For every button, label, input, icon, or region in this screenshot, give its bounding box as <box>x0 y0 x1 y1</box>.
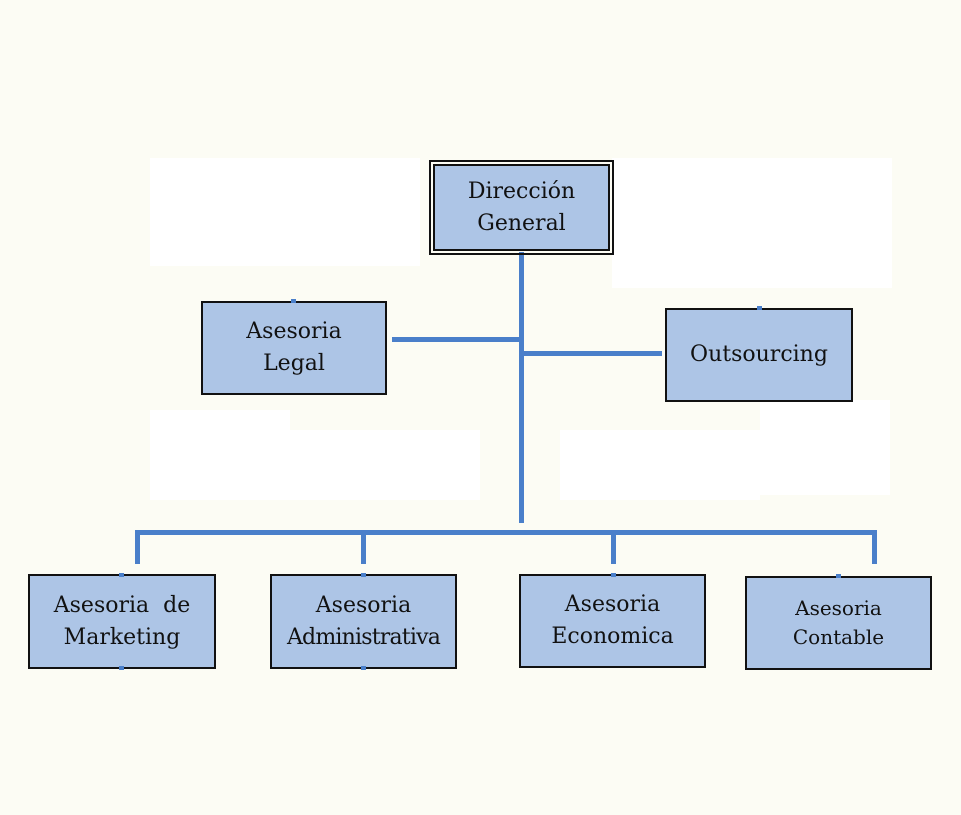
node-outsourcing[interactable]: Outsourcing <box>665 308 853 402</box>
anchor-dot <box>361 573 366 577</box>
node-label-line1: Asesoria <box>564 592 661 618</box>
background-patch <box>290 430 480 500</box>
anchor-dot <box>119 573 124 577</box>
node-label-line1: Dirección <box>467 178 576 204</box>
anchor-dot <box>291 299 296 303</box>
connector-contable <box>872 530 877 564</box>
node-direccion-general[interactable]: Dirección General <box>429 160 614 255</box>
node-asesoria-marketing[interactable]: Asesoria de Marketing <box>28 574 216 669</box>
node-asesoria-legal[interactable]: Asesoria Legal <box>201 301 387 395</box>
node-label-line1: Outsourcing <box>690 342 828 368</box>
anchor-dot <box>757 306 762 310</box>
anchor-dot <box>836 574 841 578</box>
node-label-line2: General <box>477 210 566 236</box>
node-label-line2: Economica <box>551 624 674 649</box>
background-patch <box>150 410 290 500</box>
connector-legal <box>392 337 519 342</box>
node-label-line1: Asesoria <box>246 319 342 345</box>
anchor-dot <box>119 666 124 670</box>
background-patch <box>150 158 420 266</box>
anchor-dot <box>361 666 366 670</box>
background-patch <box>560 430 760 500</box>
node-asesoria-economica[interactable]: Asesoria Economica <box>519 574 706 668</box>
node-label-line1: Asesoria <box>315 592 412 618</box>
connector-economica <box>611 530 616 564</box>
connector-administrativa <box>361 530 366 564</box>
connector-department-bar <box>135 530 877 535</box>
connector-outsourcing <box>524 351 662 356</box>
node-label-line2: Administrativa <box>286 624 441 650</box>
node-label-line1: Asesoria <box>795 596 882 620</box>
connector-trunk <box>519 252 524 523</box>
background-patch <box>760 400 890 495</box>
node-label-line2: Marketing <box>63 624 181 650</box>
node-asesoria-administrativa[interactable]: Asesoria Administrativa <box>270 574 457 669</box>
node-label-line1: Asesoria de <box>53 592 191 618</box>
connector-marketing <box>135 530 140 564</box>
background-patch <box>612 158 892 288</box>
node-asesoria-contable[interactable]: Asesoria Contable <box>745 576 932 670</box>
node-label-line2: Contable <box>792 625 885 649</box>
node-label-line2: Legal <box>263 351 325 376</box>
anchor-dot <box>611 573 616 577</box>
